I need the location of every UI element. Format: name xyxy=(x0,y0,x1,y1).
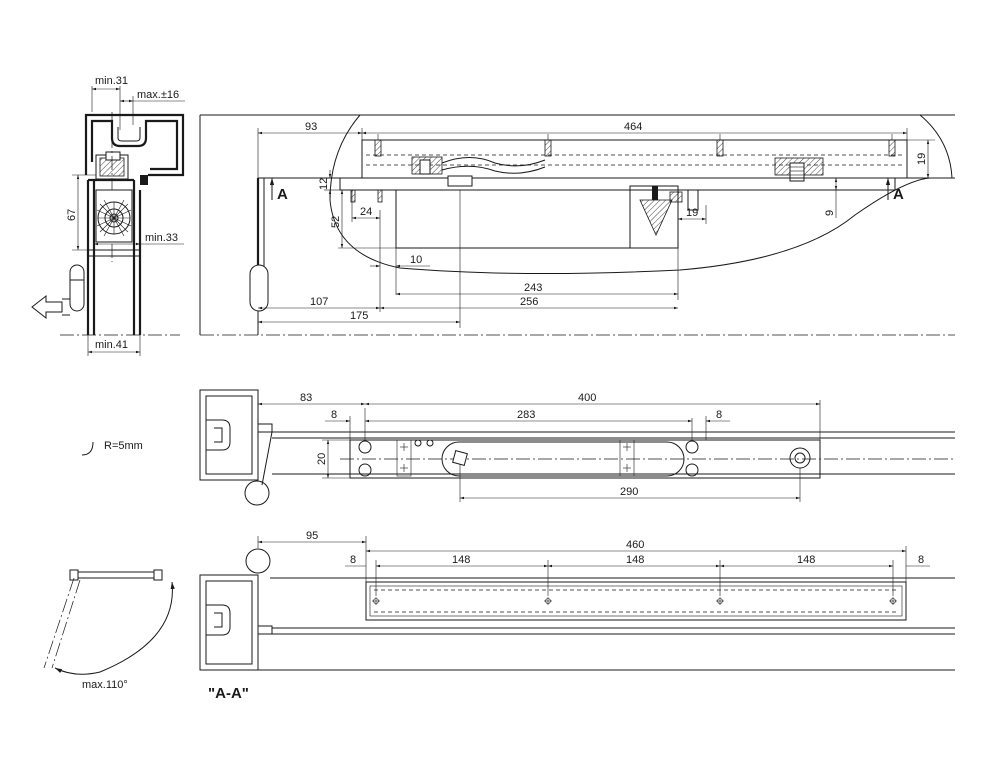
dim-290: 290 xyxy=(620,486,638,498)
dim-24: 24 xyxy=(360,206,372,218)
dim-52: 52 xyxy=(330,216,342,228)
dim-148-c: 148 xyxy=(797,554,815,566)
dim-67: 67 xyxy=(66,209,78,221)
dim-107: 107 xyxy=(310,296,328,308)
dim-8-bottom-left: 8 xyxy=(350,554,356,566)
dim-19-right: 19 xyxy=(916,153,928,165)
dim-283: 283 xyxy=(517,409,535,421)
dim-10: 10 xyxy=(410,254,422,266)
dim-460: 460 xyxy=(626,539,644,551)
plan-view-arm: 83 400 8 283 8 20 290 R=5mm xyxy=(81,389,955,506)
side-section-view: min.31 max.±16 xyxy=(31,75,185,356)
dim-9: 9 xyxy=(824,210,836,216)
pinion-detail xyxy=(639,186,683,236)
dim-19-inner: 19 xyxy=(686,207,698,219)
dim-max16: max.±16 xyxy=(137,89,179,101)
section-aa-view: 95 460 8 148 148 148 8 "A-A" xyxy=(199,530,955,702)
dim-95: 95 xyxy=(306,530,318,542)
dim-min33: min.33 xyxy=(145,232,178,244)
dim-93: 93 xyxy=(305,121,317,133)
front-view: A A 93 464 19 12 52 24 xyxy=(199,114,955,336)
angle-note: max.110° xyxy=(82,679,128,691)
dim-256: 256 xyxy=(520,296,538,308)
section-label: "A-A" xyxy=(208,685,249,702)
section-mark-left: A xyxy=(277,186,288,203)
dim-12: 12 xyxy=(318,178,330,190)
dim-243: 243 xyxy=(524,282,542,294)
opening-angle-sketch: max.110° xyxy=(43,569,175,691)
dim-83: 83 xyxy=(300,392,312,404)
dim-8-left: 8 xyxy=(331,409,337,421)
dim-min41: min.41 xyxy=(95,339,128,351)
radius-note: R=5mm xyxy=(104,440,143,452)
dim-8-right: 8 xyxy=(716,409,722,421)
dim-148-b: 148 xyxy=(626,554,644,566)
dim-min31: min.31 xyxy=(95,75,128,87)
dim-8-bottom-right: 8 xyxy=(918,554,924,566)
dim-148-a: 148 xyxy=(452,554,470,566)
section-mark-right: A xyxy=(893,186,904,203)
mounting-screws xyxy=(374,134,896,157)
dim-464: 464 xyxy=(624,121,642,133)
dim-175: 175 xyxy=(350,310,368,322)
dim-20: 20 xyxy=(316,453,328,465)
dim-400: 400 xyxy=(578,392,596,404)
